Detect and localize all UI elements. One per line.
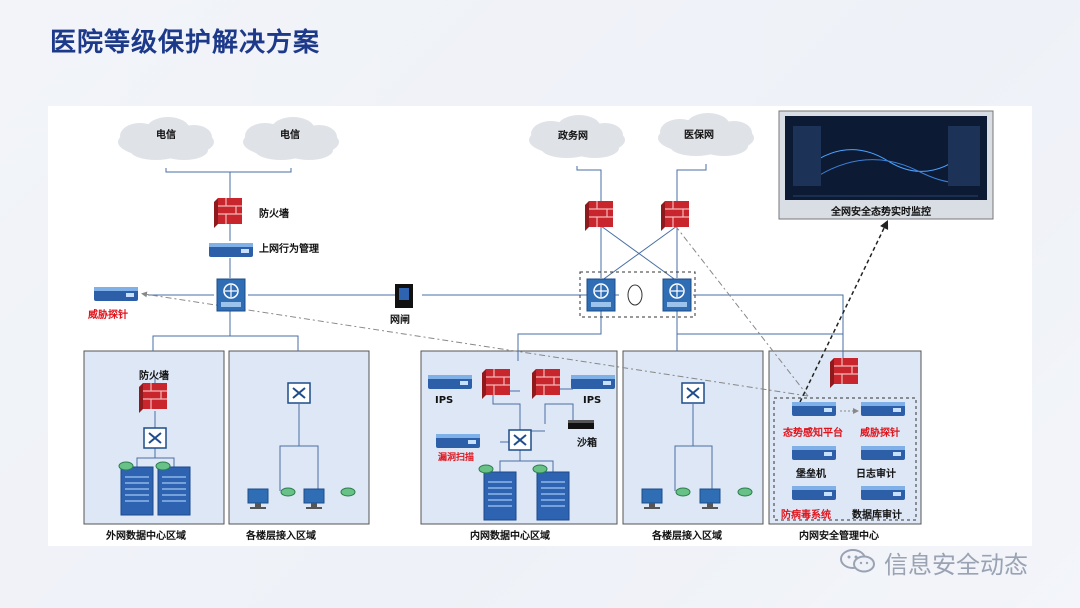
device-label: 沙箱 <box>577 438 597 449</box>
firewall-icon <box>660 200 690 232</box>
ips-icon <box>428 375 472 389</box>
situation-platform-icon <box>792 402 836 416</box>
ips-icon <box>571 375 615 389</box>
device-label: 堡垒机 <box>796 469 826 480</box>
firewall-icon <box>829 357 859 389</box>
device-label: IPS <box>435 395 454 406</box>
firewall-icon <box>584 200 614 232</box>
device-label: 威胁探针 <box>88 310 128 321</box>
wechat-icon <box>840 549 875 573</box>
device-label: 漏洞扫描 <box>438 453 475 463</box>
device-label: 上网行为管理 <box>259 244 319 255</box>
firewall-icon <box>213 197 243 229</box>
device-label: 防火墙 <box>139 371 169 382</box>
cloud-label: 医保网 <box>684 130 714 141</box>
device-label: 防病毒系统 <box>781 510 831 521</box>
gateway-icon <box>395 284 413 308</box>
server-icon <box>536 471 570 521</box>
page-title: 医院等级保护解决方案 <box>50 28 321 58</box>
zone-label: 外网数据中心区域 <box>106 531 186 542</box>
device-label: 网闸 <box>390 315 410 326</box>
device-label: 数据库审计 <box>852 510 902 521</box>
device-label: IPS <box>583 395 602 406</box>
zone-label: 内网安全管理中心 <box>799 531 879 542</box>
core-switch-icon <box>662 278 692 312</box>
sandbox-icon <box>568 420 594 429</box>
server-icon <box>483 471 517 521</box>
bastion-icon <box>792 446 836 460</box>
zone-label: 各楼层接入区域 <box>652 531 722 542</box>
appliance-icon <box>209 243 253 257</box>
device-label: 威胁探针 <box>860 428 900 439</box>
switch-icon <box>287 382 311 404</box>
firewall-icon <box>138 382 168 414</box>
vuln-scan-icon <box>436 434 480 448</box>
monitor-icon <box>778 110 994 220</box>
log-audit-icon <box>861 446 905 460</box>
firewall-icon <box>481 368 511 400</box>
firewall-icon <box>531 368 561 400</box>
antivirus-icon <box>792 486 836 500</box>
device-label: 态势感知平台 <box>783 428 843 439</box>
zone-label: 内网数据中心区域 <box>470 531 550 542</box>
core-switch-icon <box>586 278 616 312</box>
server-icon <box>157 466 191 516</box>
cloud-label: 政务网 <box>558 131 588 142</box>
threat-probe-icon <box>94 287 138 301</box>
cloud-label: 电信 <box>156 130 176 141</box>
zone-label: 各楼层接入区域 <box>246 531 316 542</box>
watermark-text: 信息安全动态 <box>884 551 1028 579</box>
db-audit-icon <box>861 486 905 500</box>
core-switch-icon <box>216 278 246 312</box>
network-diagram: 电信 电信 政务网 医保网 防火墙 上网行为管理 威胁探针 网闸 全网安全态势实… <box>48 106 1032 546</box>
switch-icon <box>508 429 532 451</box>
device-label: 防火墙 <box>259 209 289 220</box>
switch-icon <box>143 427 167 449</box>
threat-probe-icon <box>861 402 905 416</box>
server-icon <box>120 466 154 516</box>
switch-icon <box>681 382 705 404</box>
monitor-label: 全网安全态势实时监控 <box>831 207 931 218</box>
cloud-label: 电信 <box>280 130 300 141</box>
device-label: 日志审计 <box>856 469 896 480</box>
